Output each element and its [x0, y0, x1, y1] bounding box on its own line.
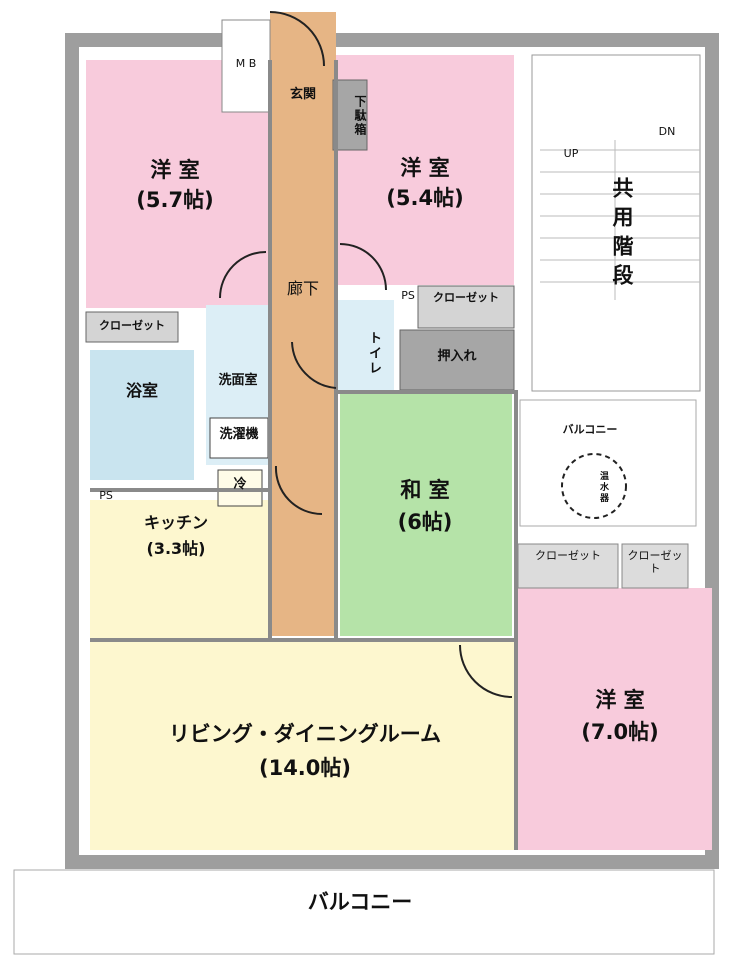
kitchen-name: キッチン: [143, 513, 208, 532]
western-room-1-name: 洋 室: [150, 158, 200, 182]
living-name: リビング・ダイニングルーム: [168, 722, 442, 746]
closet-1-area: [85, 311, 179, 343]
toilet-area: [336, 300, 394, 390]
entrance-label: 玄関: [289, 87, 316, 102]
stairs-steps: [540, 140, 700, 300]
closet-2-label: クローゼット: [433, 291, 499, 304]
kitchen-size: (3.3帖): [146, 539, 206, 558]
shoe-cabinet-label: 下駄箱: [353, 95, 367, 137]
western-room-1-size: (5.7帖): [136, 188, 214, 212]
japanese-room-name: 和 室: [400, 478, 450, 502]
hallway-label: 廊下: [286, 279, 319, 298]
bath-label: 浴室: [125, 381, 158, 400]
fridge-label: 冷: [233, 477, 247, 492]
stairs-up-label: UP: [563, 147, 579, 160]
main-balcony-label: バルコニー: [307, 890, 413, 914]
door-arcs: [219, 243, 513, 698]
hallway-area: [270, 12, 336, 636]
inner-walls: [90, 60, 518, 850]
japanese-room-area: [340, 394, 512, 636]
toilet-label: トイレ: [366, 330, 381, 376]
western-room-2-name: 洋 室: [400, 156, 450, 180]
western-room-2-size: (5.4帖): [386, 186, 464, 210]
ps-1-label: PS: [99, 489, 113, 502]
bath-area: [90, 350, 194, 480]
closet-4-label: クローゼット: [627, 549, 683, 575]
japanese-room-size: (6帖): [397, 510, 453, 534]
washing-machine-label: 洗濯機: [219, 427, 259, 442]
washroom-label: 洗面室: [218, 373, 258, 388]
closet-1-label: クローゼット: [99, 319, 165, 332]
ps-2-label: PS: [401, 289, 415, 302]
closet-3-label: クローゼット: [535, 549, 601, 562]
mb-area: [221, 19, 271, 113]
main-balcony-area: [13, 869, 715, 955]
shoe-cabinet-area: [332, 79, 368, 151]
western-room-3-size: (7.0帖): [581, 720, 659, 744]
entrance-door-arc: [269, 11, 325, 67]
stairs-down-label: DN: [658, 125, 676, 138]
mb-label: M B: [235, 57, 257, 70]
stairs-label: 共用階段: [610, 177, 634, 293]
outer-wall: [65, 33, 719, 869]
living-area: [90, 642, 516, 850]
western-room-3-name: 洋 室: [595, 688, 645, 712]
oshiire-label: 押入れ: [437, 349, 477, 364]
washing-machine-area: [209, 417, 269, 459]
small-balcony-label: バルコニー: [562, 423, 618, 436]
water-heater-label: 温水器: [598, 470, 608, 504]
kitchen-area: [90, 500, 270, 640]
closet-2-area: [417, 285, 515, 329]
stairs-area: [531, 54, 701, 392]
water-heater-symbol: [561, 453, 627, 519]
western-room-3-area: [516, 588, 712, 850]
living-size: (14.0帖): [258, 756, 351, 780]
closet-3-area: [517, 543, 619, 589]
closet-4-area: [621, 543, 689, 589]
